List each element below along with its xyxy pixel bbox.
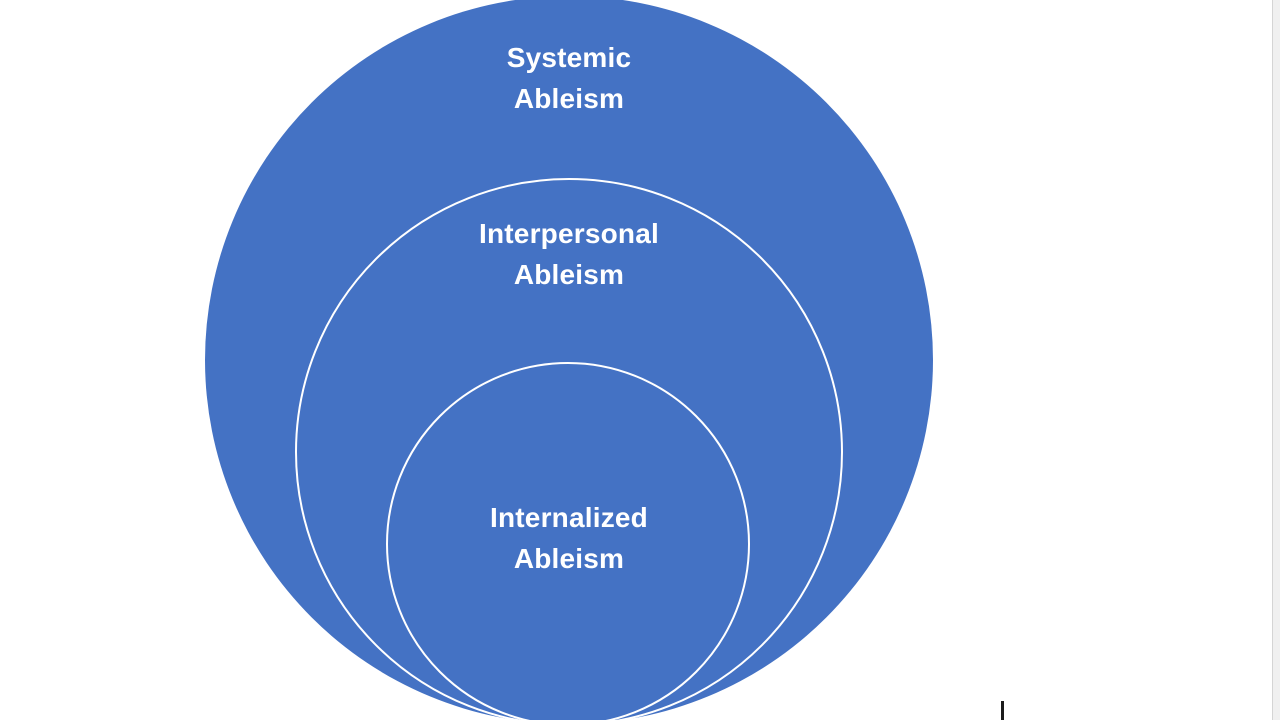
label-internalized-ableism: Internalized Ableism — [349, 497, 789, 579]
label-systemic-line2: Ableism — [513, 83, 625, 114]
label-interpersonal-ableism: Interpersonal Ableism — [349, 213, 789, 295]
label-systemic-line1: Systemic — [506, 42, 632, 73]
ring-internalized-circle[interactable] — [386, 362, 750, 720]
label-systemic-ableism: Systemic Ableism — [349, 37, 789, 119]
label-internalized-line1: Internalized — [490, 502, 648, 533]
label-internalized-line2: Ableism — [513, 543, 625, 574]
label-interpersonal-line2: Ableism — [513, 259, 625, 290]
scrollbar-track[interactable] — [1272, 0, 1280, 720]
text-cursor — [1001, 701, 1004, 720]
label-interpersonal-line1: Interpersonal — [479, 218, 659, 249]
